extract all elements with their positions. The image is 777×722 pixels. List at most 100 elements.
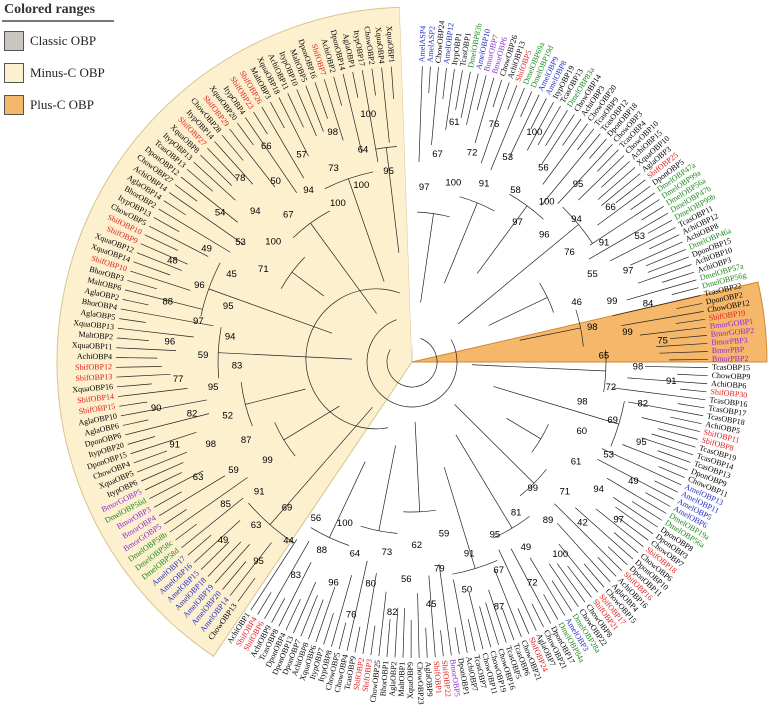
branch [621, 311, 704, 327]
branch [622, 444, 688, 471]
bootstrap-value: 100 [265, 236, 281, 247]
bootstrap-value: 95 [490, 530, 501, 541]
bootstrap-value: 61 [571, 456, 582, 467]
leaf-label: SbifOBP22 [440, 660, 453, 698]
branch [137, 451, 188, 473]
branch [229, 542, 272, 596]
bootstrap-value: 54 [215, 207, 226, 218]
branch [612, 295, 701, 317]
bootstrap-value: 100 [353, 180, 369, 191]
bootstrap-value: 85 [220, 499, 231, 510]
clade-stem [291, 271, 325, 297]
branch [174, 184, 198, 202]
bootstrap-value: 97 [613, 514, 624, 525]
bootstrap-value: 50 [270, 176, 281, 187]
bootstrap-value: 67 [493, 565, 504, 576]
branch [498, 549, 537, 631]
branch [169, 477, 248, 533]
bootstrap-value: 91 [479, 179, 490, 190]
bootstrap-value: 98 [633, 361, 644, 372]
branch [222, 561, 247, 590]
branch [331, 575, 352, 647]
branch [490, 88, 525, 171]
branch [116, 366, 162, 368]
bootstrap-value: 59 [228, 465, 239, 476]
branch [300, 595, 318, 637]
leaf-label: SbifOBP1 [432, 661, 444, 695]
branch [371, 68, 376, 96]
branch [116, 337, 149, 341]
bootstrap-value: 80 [365, 579, 376, 590]
branch [237, 122, 254, 146]
branch [214, 141, 254, 185]
branch [381, 67, 390, 143]
branch [609, 227, 676, 262]
bootstrap-value: 94 [250, 206, 261, 217]
branch [479, 606, 492, 648]
legend-title: Colored ranges [4, 2, 96, 17]
bootstrap-value: 72 [606, 382, 617, 393]
bootstrap-value: 44 [283, 536, 294, 547]
branch [501, 607, 515, 641]
branch [466, 73, 479, 125]
branch [626, 279, 697, 301]
branch [119, 318, 146, 323]
bootstrap-value: 67 [283, 210, 294, 221]
bootstrap-value: 94 [593, 484, 604, 495]
branch [671, 287, 699, 295]
bootstrap-value: 57 [296, 150, 307, 161]
bootstrap-value: 88 [162, 297, 173, 308]
branch [431, 67, 439, 146]
branch [588, 212, 669, 260]
bootstrap-value: 72 [467, 147, 478, 158]
branch [520, 91, 533, 118]
branch [296, 89, 317, 136]
branch [169, 192, 244, 245]
branch [492, 79, 502, 108]
root-arc [305, 288, 400, 430]
branch [649, 234, 680, 250]
branch [453, 579, 468, 653]
leaf-label: ChowOBP24 [434, 20, 447, 63]
bootstrap-value: 66 [605, 202, 616, 213]
branch [529, 557, 566, 616]
branch [362, 573, 377, 654]
branch [494, 570, 522, 638]
bootstrap-value: 53 [502, 152, 513, 163]
bootstrap-value: 89 [543, 515, 554, 526]
bootstrap-value: 84 [643, 299, 654, 310]
leaf-label: AmelASP4 [417, 26, 427, 63]
branch [630, 192, 656, 210]
branch [556, 563, 586, 603]
branch [402, 608, 405, 658]
branch [613, 532, 639, 554]
branch [530, 98, 547, 130]
range-gap-top [399, 7, 412, 362]
clade-arc [562, 206, 593, 244]
branch [122, 419, 149, 426]
bootstrap-value: 60 [576, 426, 587, 437]
clade-stem [245, 388, 306, 405]
bootstrap-value: 49 [628, 476, 639, 487]
bootstrap-value: 83 [232, 360, 243, 371]
branch [305, 85, 324, 132]
legend-label-plus-c: Plus-C OBP [30, 97, 94, 112]
branch [125, 413, 210, 436]
bootstrap-value: 49 [201, 243, 212, 254]
bootstrap-value: 64 [350, 549, 361, 560]
branch [193, 161, 236, 201]
bootstrap-value: 56 [311, 513, 322, 524]
branch [575, 507, 634, 560]
legend-swatch-classic [4, 31, 24, 51]
bootstrap-value: 81 [511, 508, 522, 519]
bootstrap-value: 69 [282, 502, 293, 513]
leaf-label: SbifOBP14 [77, 392, 115, 405]
bootstrap-value: 99 [607, 296, 618, 307]
branch [278, 97, 309, 157]
branch [293, 581, 317, 634]
clade-stem [378, 445, 396, 531]
clade-arc [459, 196, 495, 212]
bootstrap-value: 99 [527, 483, 538, 494]
clade-stem [420, 213, 434, 303]
branch [554, 503, 623, 572]
